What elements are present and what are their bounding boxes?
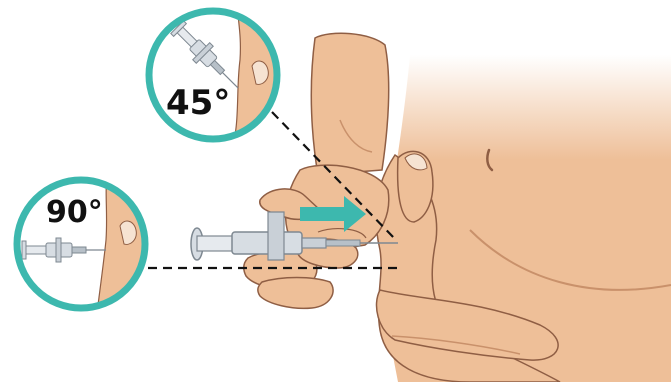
callout-90-degree: 90°: [17, 170, 160, 320]
angle-label-90: 90°: [46, 195, 103, 230]
angle-label-45: 45°: [166, 83, 230, 123]
callout-45-degree: 45°: [149, 0, 300, 150]
